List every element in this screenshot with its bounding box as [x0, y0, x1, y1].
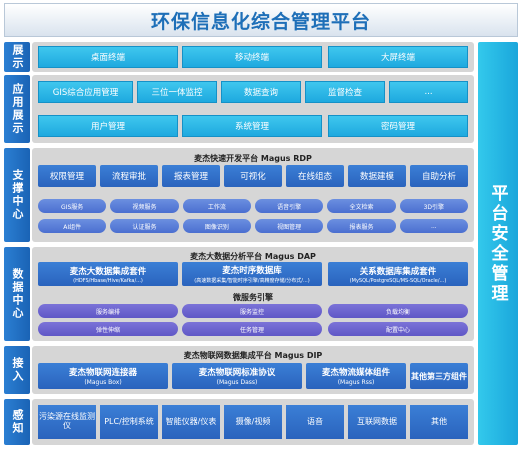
data-subheading: 微服务引擎	[233, 293, 273, 302]
layer-label-app: 应用展示	[4, 75, 30, 143]
data-ms-scaling: 弹性伸缩	[38, 322, 178, 336]
support-service: 图像识别	[182, 219, 251, 233]
data-ms-loadbalance: 负载均衡	[328, 304, 468, 318]
support-service: GIS服务	[38, 199, 107, 213]
support-service: AI组件	[38, 219, 107, 233]
access-heading: 麦杰物联网数据集成平台 Magus DIP	[183, 351, 323, 360]
app-system-mgmt: 系统管理	[182, 115, 322, 137]
access-panel: 麦杰物联网数据集成平台 Magus DIP 麦杰物联网连接器 (Magus Bo…	[32, 346, 474, 394]
access-box-protocol: 麦杰物联网标准协议 (Magus Dass)	[172, 363, 302, 389]
app-user-mgmt: 用户管理	[38, 115, 178, 137]
sense-item: 语音	[286, 405, 344, 439]
support-service: 工作流	[182, 199, 251, 213]
access-box-media: 麦杰物流媒体组件 (Magus Rss)	[306, 363, 406, 389]
access-box-sub: (Magus Dass)	[216, 379, 258, 386]
sense-item: 污染源在线监测仪	[38, 405, 96, 439]
access-box-thirdparty: 其他第三方组件	[410, 363, 468, 389]
support-service: 语音引擎	[255, 199, 324, 213]
access-box-title: 麦杰物流媒体组件	[321, 368, 390, 378]
display-mobile: 移动终端	[182, 46, 322, 68]
layer-label-access: 接入	[4, 346, 30, 394]
data-ms-tasks: 任务管理	[182, 322, 322, 336]
support-module: 流程审批	[100, 165, 158, 187]
support-service: 全文检索	[327, 199, 396, 213]
data-panel: 麦杰大数据分析平台 Magus DAP 麦杰大数据集成套件 (HDFS/Hbas…	[32, 247, 474, 341]
support-service: 认证服务	[110, 219, 179, 233]
display-bigscreen: 大屏终端	[328, 46, 468, 68]
support-heading: 麦杰快速开发平台 Magus RDP	[194, 154, 312, 163]
access-box-title: 麦杰物联网标准协议	[198, 368, 276, 378]
sense-item: 摄像/视频	[224, 405, 282, 439]
support-module: 可视化	[224, 165, 282, 187]
layer-label-display: 展示	[4, 42, 30, 72]
access-box-sub: (Magus Rss)	[337, 379, 375, 386]
data-ms-monitoring: 服务监控	[182, 304, 322, 318]
app-more: ...	[389, 81, 468, 103]
access-box-sub: (Magus Box)	[84, 379, 122, 386]
layer-label-data: 数据中心	[4, 247, 30, 341]
data-box-relational: 关系数据库集成套件 (MySQL/PostgreSQL/MS-SQL/Oracl…	[328, 262, 468, 286]
support-service: 3D引擎	[399, 199, 468, 213]
sense-item: 其他	[410, 405, 468, 439]
app-panel: GIS综合应用管理 三位一体监控 数据查询 监督检查 ... 用户管理 系统管理…	[32, 75, 474, 143]
support-module: 自助分析	[410, 165, 468, 187]
data-box-sub: (MySQL/PostgreSQL/MS-SQL/Oracle/...)	[349, 277, 447, 284]
platform-security-management: 平台安全管理	[478, 42, 518, 445]
data-box-sub: (HDFS/Hbase/Hive/Kafka/...)	[73, 277, 143, 284]
layer-label-support: 支撑中心	[4, 148, 30, 242]
page-title: 环保信息化综合管理平台	[4, 3, 518, 37]
data-box-title: 麦杰时序数据库	[222, 266, 282, 276]
support-module: 权限管理	[38, 165, 96, 187]
access-box-title: 麦杰物联网连接器	[68, 368, 137, 378]
data-ms-config: 配置中心	[328, 322, 468, 336]
sense-item: PLC/控制系统	[100, 405, 158, 439]
data-box-title: 麦杰大数据集成套件	[69, 266, 147, 277]
sense-item: 智能仪器/仪表	[162, 405, 220, 439]
app-query: 数据查询	[221, 81, 301, 103]
sense-item: 互联网数据	[348, 405, 406, 439]
support-module: 报表管理	[162, 165, 220, 187]
support-service: ...	[399, 219, 468, 233]
data-box-title: 关系数据库集成套件	[359, 266, 437, 277]
support-service: 视图管理	[255, 219, 324, 233]
support-panel: 麦杰快速开发平台 Magus RDP 权限管理流程审批报表管理可视化在线组态数据…	[32, 148, 474, 242]
access-box-connector: 麦杰物联网连接器 (Magus Box)	[38, 363, 168, 389]
display-desktop: 桌面终端	[38, 46, 178, 68]
data-ms-orchestration: 服务编排	[38, 304, 178, 318]
data-box-sub: (高速数据采集/智能时序引擎/高精度存储/分布式/...)	[194, 278, 310, 284]
layer-label-sense: 感知	[4, 399, 30, 445]
app-monitor: 三位一体监控	[137, 81, 217, 103]
support-service: 报表服务	[327, 219, 396, 233]
app-inspect: 监督检查	[305, 81, 385, 103]
app-gis: GIS综合应用管理	[38, 81, 133, 103]
data-box-timeseries: 麦杰时序数据库 (高速数据采集/智能时序引擎/高精度存储/分布式/...)	[182, 262, 322, 286]
support-module: 数据建模	[348, 165, 406, 187]
data-box-bigdata: 麦杰大数据集成套件 (HDFS/Hbase/Hive/Kafka/...)	[38, 262, 178, 286]
data-heading: 麦杰大数据分析平台 Magus DAP	[190, 252, 316, 261]
display-panel: 桌面终端 移动终端 大屏终端	[32, 42, 474, 72]
support-service: 视频服务	[110, 199, 179, 213]
access-box-title: 其他第三方组件	[411, 371, 467, 381]
app-password-mgmt: 密码管理	[328, 115, 468, 137]
support-module: 在线组态	[286, 165, 344, 187]
